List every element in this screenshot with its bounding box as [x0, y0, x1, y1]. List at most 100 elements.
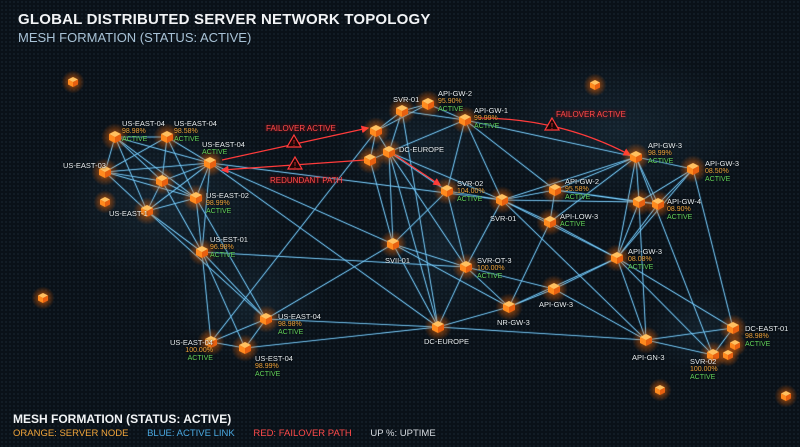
node-name: API-GW-2: [565, 177, 600, 186]
server-node[interactable]: [188, 238, 216, 266]
node-uptime: 98.98%: [278, 321, 302, 328]
node-name: API-GW-3: [539, 300, 574, 309]
node-uptime: 99.99%: [474, 115, 498, 122]
node-uptime: 100.00%: [690, 366, 718, 373]
server-node[interactable]: [414, 90, 442, 118]
node-label: US-EAST-1: [109, 210, 148, 218]
server-node[interactable]: [133, 197, 161, 225]
server-node[interactable]: [196, 149, 224, 177]
server-node[interactable]: [91, 158, 119, 186]
server-node[interactable]: [356, 146, 384, 174]
node-name: API-GN-3: [632, 353, 665, 362]
node-status: ACTIVE: [474, 123, 500, 130]
server-node[interactable]: [451, 106, 479, 134]
server-node[interactable]: [388, 97, 416, 125]
node-name: US-EAST-04: [170, 338, 213, 347]
server-node[interactable]: [495, 293, 523, 321]
active-link: [392, 243, 439, 328]
server-node-icon[interactable]: [31, 286, 55, 310]
node-name: US-EAST-03: [63, 161, 106, 170]
server-node[interactable]: [452, 253, 480, 281]
server-node-icon[interactable]: [583, 73, 607, 97]
active-link: [464, 119, 503, 201]
server-node-icon[interactable]: [648, 378, 672, 402]
active-link: [388, 151, 467, 268]
node-status: ACTIVE: [705, 176, 731, 183]
server-node[interactable]: [424, 313, 452, 341]
node-name: DC-EAST-01: [745, 324, 789, 333]
legend-orange: ORANGE: SERVER NODE: [13, 428, 129, 439]
server-node[interactable]: [101, 123, 129, 151]
active-link: [465, 266, 555, 290]
active-link: [195, 197, 267, 320]
node-uptime: 98.99%: [206, 200, 230, 207]
server-node[interactable]: [541, 176, 569, 204]
node-name: SVII-01: [385, 256, 411, 265]
svg-text:!: !: [293, 139, 295, 148]
node-status: ACTIVE: [255, 371, 281, 378]
node-name: API-GW-3: [705, 159, 740, 168]
server-node[interactable]: [488, 186, 516, 214]
server-node[interactable]: [632, 326, 660, 354]
active-link: [501, 156, 637, 201]
node-status: ACTIVE: [690, 374, 716, 381]
server-node[interactable]: [603, 244, 631, 272]
active-link: [201, 251, 267, 320]
active-link: [464, 119, 637, 158]
node-uptime: 100.00%: [185, 347, 213, 354]
node-uptime: 98.99%: [255, 363, 279, 370]
server-node[interactable]: [379, 230, 407, 258]
server-node[interactable]: [197, 328, 225, 356]
node-name: SVR-02: [457, 179, 484, 188]
server-node[interactable]: [252, 305, 280, 333]
server-node[interactable]: [433, 177, 461, 205]
node-status: ACTIVE: [174, 136, 200, 143]
svg-text:!: !: [294, 161, 296, 170]
server-node-icon[interactable]: [774, 384, 798, 408]
node-name: US-EAST-02: [206, 191, 249, 200]
active-link: [209, 162, 394, 245]
server-node[interactable]: [622, 143, 650, 171]
server-node[interactable]: [625, 188, 653, 216]
active-link: [244, 326, 439, 349]
failover-paths: !!!: [220, 116, 632, 186]
node-status: ACTIVE: [667, 214, 693, 221]
server-node[interactable]: [362, 117, 390, 145]
server-node-icon[interactable]: [716, 343, 740, 367]
node-name: US-EAST-04: [122, 119, 165, 128]
server-node[interactable]: [153, 123, 181, 151]
active-link: [201, 251, 212, 343]
node-status: ACTIVE: [278, 329, 304, 336]
server-node[interactable]: [231, 334, 259, 362]
server-node[interactable]: [540, 275, 568, 303]
legend-red: RED: FAILOVER PATH: [253, 428, 352, 439]
redundant-path-label: REDUNDANT PATH: [270, 176, 343, 185]
active-link: [401, 110, 439, 328]
server-node-icon[interactable]: [93, 190, 117, 214]
node-status: ACTIVE: [187, 355, 213, 362]
node-name: US-EAST-1: [109, 209, 148, 218]
server-node[interactable]: [182, 184, 210, 212]
node-name: API-GW-2: [438, 89, 473, 98]
node-name: US-EAST-04: [202, 140, 245, 149]
server-node[interactable]: [536, 208, 564, 236]
active-link: [638, 201, 647, 341]
page-subtitle: MESH FORMATION (STATUS: ACTIVE): [18, 30, 252, 45]
server-node[interactable]: [148, 167, 176, 195]
node-status: ACTIVE: [745, 341, 771, 348]
server-node[interactable]: [679, 155, 707, 183]
node-label: SVR-01: [490, 215, 516, 223]
active-link: [265, 243, 394, 320]
node-name: API-GW-3: [648, 141, 683, 150]
server-node-icon[interactable]: [61, 70, 85, 94]
